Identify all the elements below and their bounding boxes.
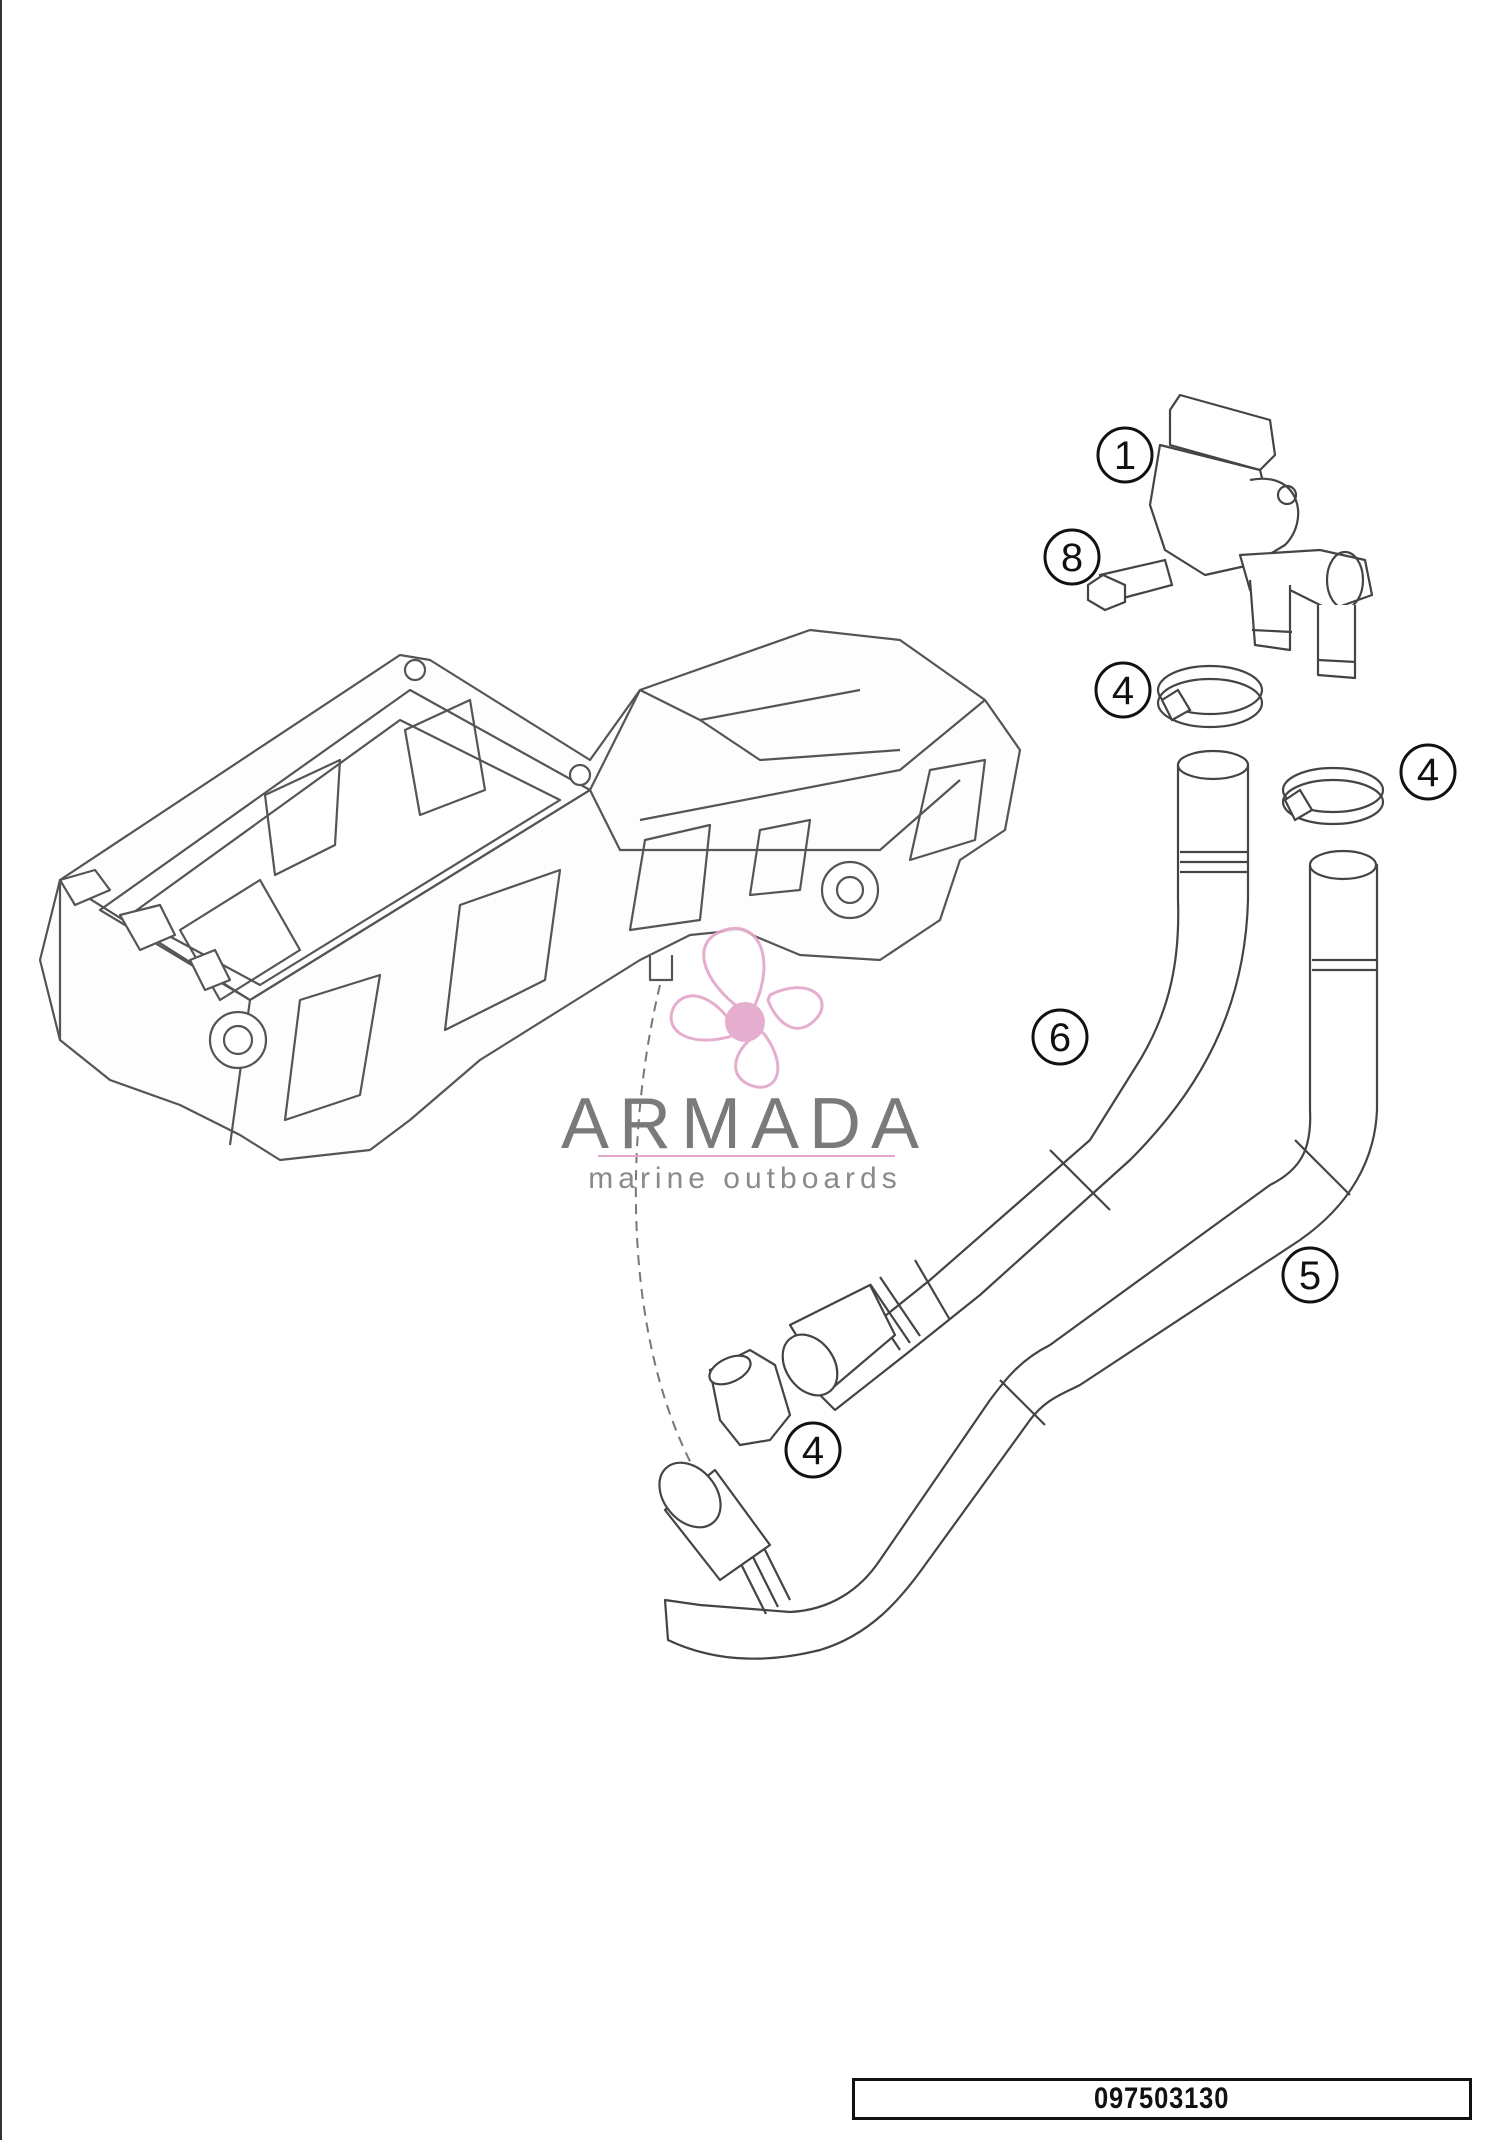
hose-part-6 [781,749,1250,1412]
diagram-code-box: 097503130 [852,2078,1472,2120]
valve-part [1148,393,1374,680]
bolt-part [1086,558,1174,612]
watermark-tagline: marine outboards [588,1162,901,1195]
hose-clamp-right [1281,766,1385,826]
propeller-icon [669,927,824,1089]
callout-6: 6 [1031,1008,1089,1066]
watermark-brand: ARMADA [561,1084,929,1164]
diagram-code: 097503130 [1094,2082,1230,2115]
callout-8-label: 8 [1061,536,1083,580]
callout-4-right: 4 [1399,743,1457,801]
hose-part-5 [658,849,1379,1660]
callout-8: 8 [1043,528,1101,586]
callout-1-label: 1 [1114,434,1136,478]
callout-4-upper-label: 4 [1112,669,1134,713]
watermark: ARMADA marine outboards [561,927,929,1195]
callout-1: 1 [1096,426,1154,484]
callout-5: 5 [1281,1246,1339,1304]
callout-4-lower-label: 4 [802,1429,824,1473]
callout-4-upper: 4 [1094,661,1152,719]
callout-6-label: 6 [1049,1016,1071,1060]
left-border-rule [0,0,2,2140]
hose-clamp-upper [1156,664,1264,729]
dashed-leader-line [634,984,701,1481]
callout-5-label: 5 [1299,1254,1321,1298]
hose-cap-part [708,1348,792,1447]
callout-4-right-label: 4 [1417,751,1439,795]
housing-assembly [38,628,1022,1162]
callout-4-lower: 4 [784,1421,842,1479]
